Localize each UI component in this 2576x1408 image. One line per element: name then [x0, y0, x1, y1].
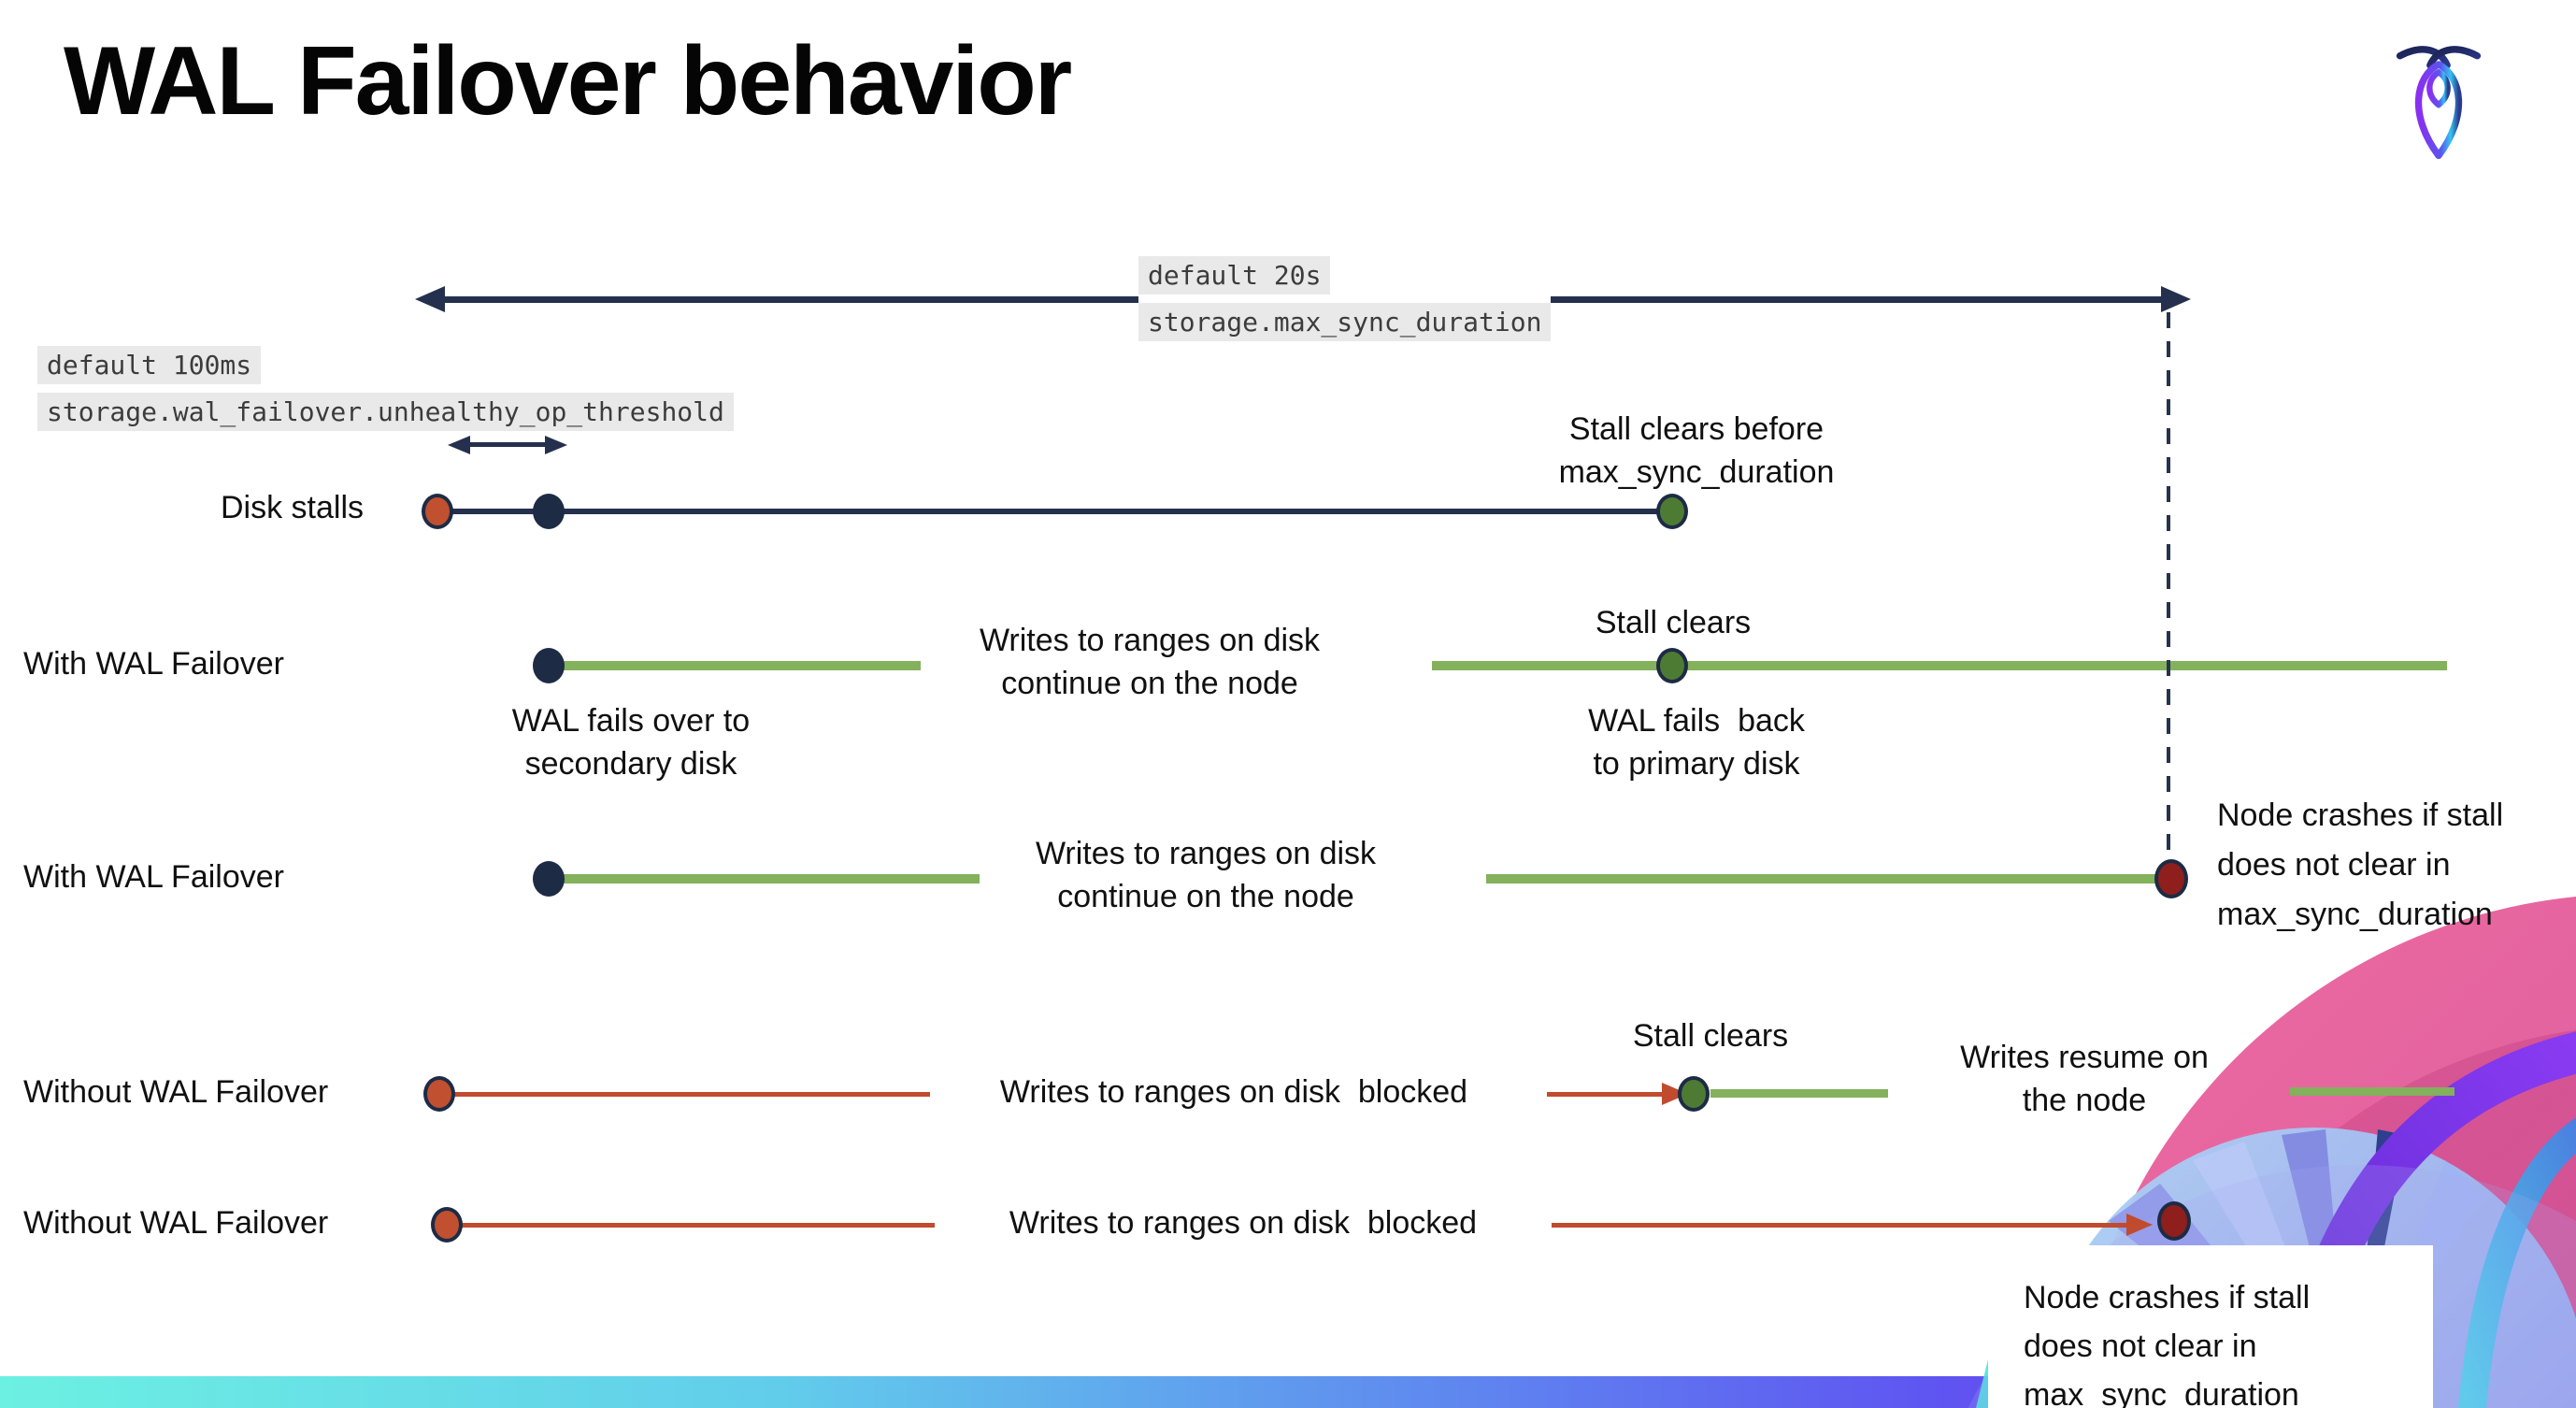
threshold-arrow-line — [465, 442, 545, 447]
writes-continue-line — [1432, 661, 2447, 670]
stall-clears-note: Stall clears — [1595, 605, 1752, 640]
max-sync-deadline-dashed-line — [2167, 312, 2170, 864]
stall-clears-dot — [1656, 494, 1688, 529]
note-line: WAL fails back — [1588, 703, 1805, 739]
row-label-without-wal-failover: Without WAL Failover — [23, 1205, 329, 1241]
note-line: the node — [2022, 1083, 2147, 1118]
writes-blocked-note: Writes to ranges on disk blocked — [1009, 1205, 1478, 1241]
node-crash-dot — [2157, 1201, 2191, 1241]
arrowhead-left-icon — [448, 436, 470, 454]
arrowhead-right-icon — [545, 436, 567, 454]
max-sync-duration-setting-label: default 20s storage.max_sync_duration — [1138, 254, 1552, 343]
stall-clears-note: Stall clears — [1632, 1018, 1789, 1054]
writes-resume-note: Writes resume on the node — [1930, 1036, 2239, 1122]
stall-start-dot — [422, 494, 453, 529]
note-line: continue on the node — [1057, 879, 1354, 914]
cockroachdb-logo-icon — [2396, 46, 2482, 160]
node-crash-note: Node crashes if stall does not clear in … — [2217, 791, 2576, 940]
writes-continue-note: Writes to ranges on disk continue on the… — [925, 619, 1374, 705]
unhealthy-op-threshold-setting-label: default 100ms storage.wal_failover.unhea… — [37, 344, 734, 433]
failover-dot — [533, 861, 565, 897]
row-label-with-wal-failover: With WAL Failover — [23, 646, 284, 682]
note-line: continue on the node — [1001, 666, 1298, 701]
disk-stall-timeline — [437, 509, 1672, 514]
note-line: max_sync_duration — [2024, 1377, 2299, 1408]
row-label-without-wal-failover: Without WAL Failover — [23, 1074, 329, 1110]
note-line: to primary disk — [1593, 746, 1800, 782]
writes-continue-note: Writes to ranges on disk continue on the… — [981, 832, 1430, 918]
note-line: Stall clears before — [1568, 411, 1825, 447]
note-line: max_sync_duration — [1558, 454, 1835, 490]
writes-blocked-line — [439, 1092, 930, 1097]
setting-name: storage.wal_failover.unhealthy_op_thresh… — [37, 393, 734, 431]
wal-fails-over-note: WAL fails over to secondary disk — [463, 699, 799, 785]
writes-blocked-line — [1547, 1092, 1668, 1097]
page-title: WAL Failover behavior — [64, 27, 1072, 136]
arrowhead-right-icon — [2161, 286, 2191, 312]
note-line: Writes resume on — [1960, 1040, 2209, 1075]
setting-name: storage.max_sync_duration — [1138, 303, 1552, 341]
threshold-dot — [533, 494, 565, 529]
red-arrowhead-icon — [2126, 1214, 2153, 1236]
note-line: Node crashes if stall — [2217, 797, 2504, 833]
writes-continue-line — [549, 874, 980, 884]
node-crash-callout: Node crashes if stall does not clear in … — [1988, 1245, 2433, 1408]
node-crash-dot — [2154, 859, 2188, 898]
setting-default-value: default 100ms — [37, 346, 262, 384]
note-line: WAL fails over to — [511, 703, 751, 739]
stall-clears-before-note: Stall clears before max_sync_duration — [1514, 408, 1879, 494]
note-line: does not clear in — [2217, 847, 2451, 883]
note-line: Writes to ranges on disk — [1035, 836, 1377, 871]
writes-blocked-line — [447, 1223, 935, 1228]
writes-resume-line — [2290, 1087, 2454, 1096]
arrowhead-left-icon — [415, 286, 445, 312]
stall-start-dot — [431, 1207, 463, 1243]
row-label-with-wal-failover: With WAL Failover — [23, 859, 284, 895]
wal-fails-back-note: WAL fails back to primary disk — [1538, 699, 1855, 785]
note-line: does not clear in — [2024, 1329, 2257, 1364]
writes-continue-line — [1486, 874, 2167, 884]
stall-clears-dot — [1678, 1076, 1710, 1112]
note-line: Writes to ranges on disk — [979, 623, 1321, 658]
setting-default-value: default 20s — [1138, 256, 1331, 295]
writes-resume-line — [1710, 1089, 1888, 1098]
failover-dot — [533, 648, 565, 683]
writes-continue-line — [549, 661, 921, 670]
note-line: Node crashes if stall — [2024, 1280, 2311, 1315]
note-line: secondary disk — [524, 746, 737, 782]
stall-start-dot — [423, 1076, 455, 1112]
note-line: max_sync_duration — [2217, 897, 2493, 932]
writes-blocked-note: Writes to ranges on disk blocked — [999, 1074, 1468, 1110]
stall-clears-dot — [1656, 648, 1688, 683]
writes-blocked-line — [1552, 1223, 2131, 1228]
row-label-disk-stalls: Disk stalls — [221, 490, 365, 525]
